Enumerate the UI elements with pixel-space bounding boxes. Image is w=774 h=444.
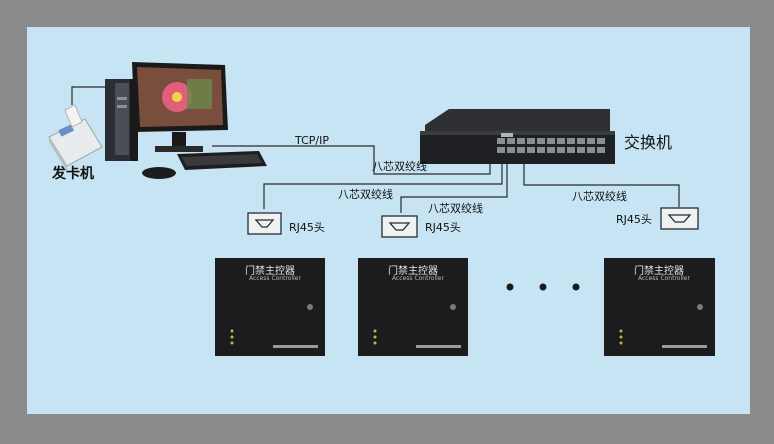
rj45-label-left: RJ45头 [289, 221, 325, 234]
rj45-label-mid: RJ45头 [425, 221, 461, 234]
cable-label-3: 八芯双绞线 [428, 202, 483, 215]
controller-1-subtitle: Access Controller [249, 275, 301, 282]
cable-label-4: 八芯双绞线 [572, 190, 627, 203]
ellipsis-dots [506, 283, 580, 291]
rj45-socket-left [247, 212, 282, 235]
controller-2-subtitle: Access Controller [392, 275, 444, 282]
cable-right-rj45 [523, 164, 680, 207]
rj45-socket-mid [381, 215, 418, 238]
rj45-label-right: RJ45头 [616, 213, 652, 226]
pc-tower [105, 79, 138, 161]
cable-mid-rj45 [400, 164, 508, 213]
controller-2-title: 门禁主控器 [388, 266, 438, 277]
issuer-cable [71, 86, 105, 105]
cable-label-2: 八芯双绞线 [338, 188, 393, 201]
controller-3-title: 门禁主控器 [634, 266, 684, 277]
rj45-socket-right [660, 207, 699, 230]
card-issuer-device [48, 104, 103, 171]
controller-3-subtitle: Access Controller [638, 275, 690, 282]
access-controller-1 [215, 258, 325, 356]
switch-label: 交换机 [624, 133, 673, 152]
diagram-canvas: 发卡机 交换机 TCP/IP 八芯双绞线 八芯双绞线 八芯双绞线 八芯双绞线 R… [27, 27, 750, 414]
access-controller-3 [604, 258, 715, 356]
network-switch [420, 109, 615, 164]
keyboard-mouse [142, 151, 267, 179]
tcp-ip-label: TCP/IP [295, 134, 329, 147]
rj45-sockets [247, 207, 699, 238]
access-controller-2 [358, 258, 468, 356]
controller-1-title: 门禁主控器 [245, 266, 295, 277]
card-issuer-label: 发卡机 [52, 166, 94, 182]
cable-label-1: 八芯双绞线 [372, 160, 427, 173]
cable-left-rj45 [263, 164, 503, 209]
tcp-ip-cable [212, 145, 491, 175]
pc-monitor [132, 62, 228, 152]
network-diagram [48, 62, 715, 356]
